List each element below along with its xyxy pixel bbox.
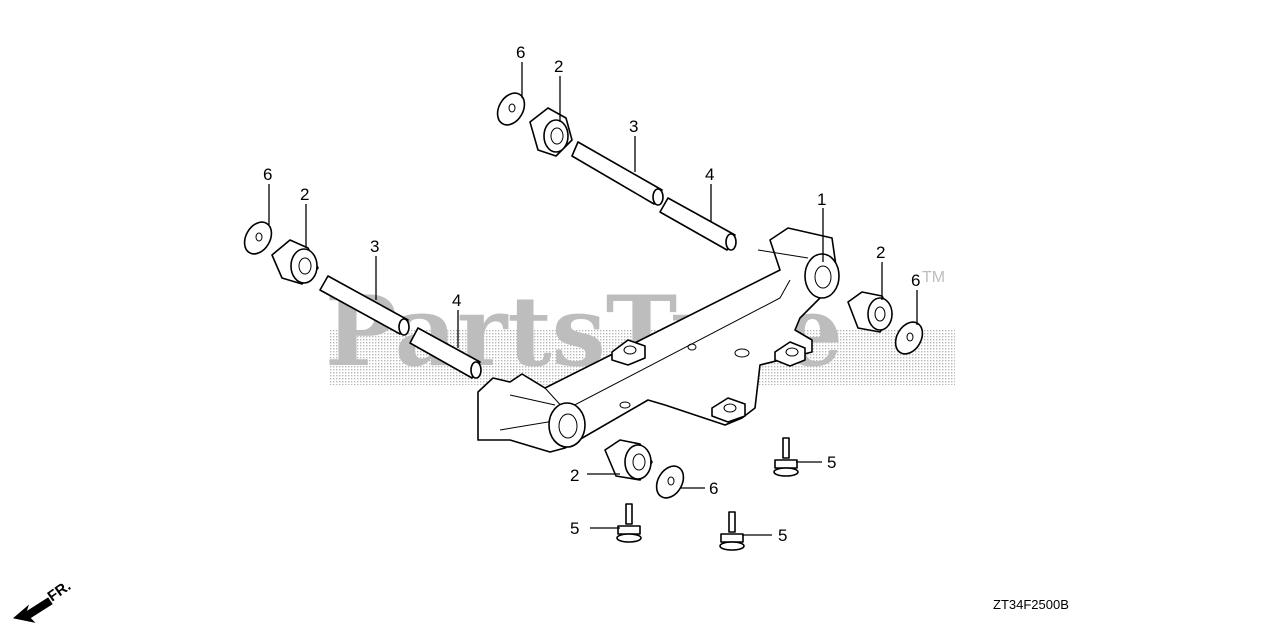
callout-6-left: 6 (263, 165, 272, 184)
frame-bracket (477, 227, 840, 453)
callout-4-left: 4 (452, 291, 461, 310)
callout-2-upper: 2 (554, 57, 563, 76)
callouts: 1 2 2 2 2 3 3 4 4 5 5 5 6 6 6 6 (263, 43, 920, 545)
collar-left (271, 239, 319, 285)
callout-2-left: 2 (300, 185, 309, 204)
front-direction-indicator: FR. (12, 577, 74, 623)
washer-left (243, 221, 273, 255)
shaft-long-upper (571, 141, 664, 206)
shaft-long-left (319, 275, 410, 336)
shaft-short-upper (659, 197, 737, 251)
callout-5-lower-left: 5 (570, 519, 579, 538)
callout-2-lower: 2 (570, 466, 579, 485)
bolt-right (773, 437, 799, 477)
washer-lower (655, 465, 685, 499)
watermark-trademark: TM (922, 269, 945, 286)
collar-upper (529, 107, 573, 157)
callout-6-upper: 6 (516, 43, 525, 62)
bolt-lower-left (616, 503, 642, 543)
callout-1: 1 (817, 190, 826, 209)
callout-6-right: 6 (911, 271, 920, 290)
callout-6-lower: 6 (709, 479, 718, 498)
drawing-code: ZT34F2500B (993, 597, 1069, 612)
callout-2-right: 2 (876, 243, 885, 262)
callout-5-lower-right: 5 (778, 526, 787, 545)
callout-5-right: 5 (827, 453, 836, 472)
callout-4-upper: 4 (705, 165, 714, 184)
bolt-lower-right (719, 511, 745, 551)
collar-right (847, 291, 893, 333)
callout-3-left: 3 (370, 237, 379, 256)
callout-3-upper: 3 (629, 117, 638, 136)
leader-lines (268, 62, 918, 536)
collar-lower (604, 439, 653, 481)
washer-upper (496, 92, 526, 126)
shaft-short-left (409, 327, 482, 379)
